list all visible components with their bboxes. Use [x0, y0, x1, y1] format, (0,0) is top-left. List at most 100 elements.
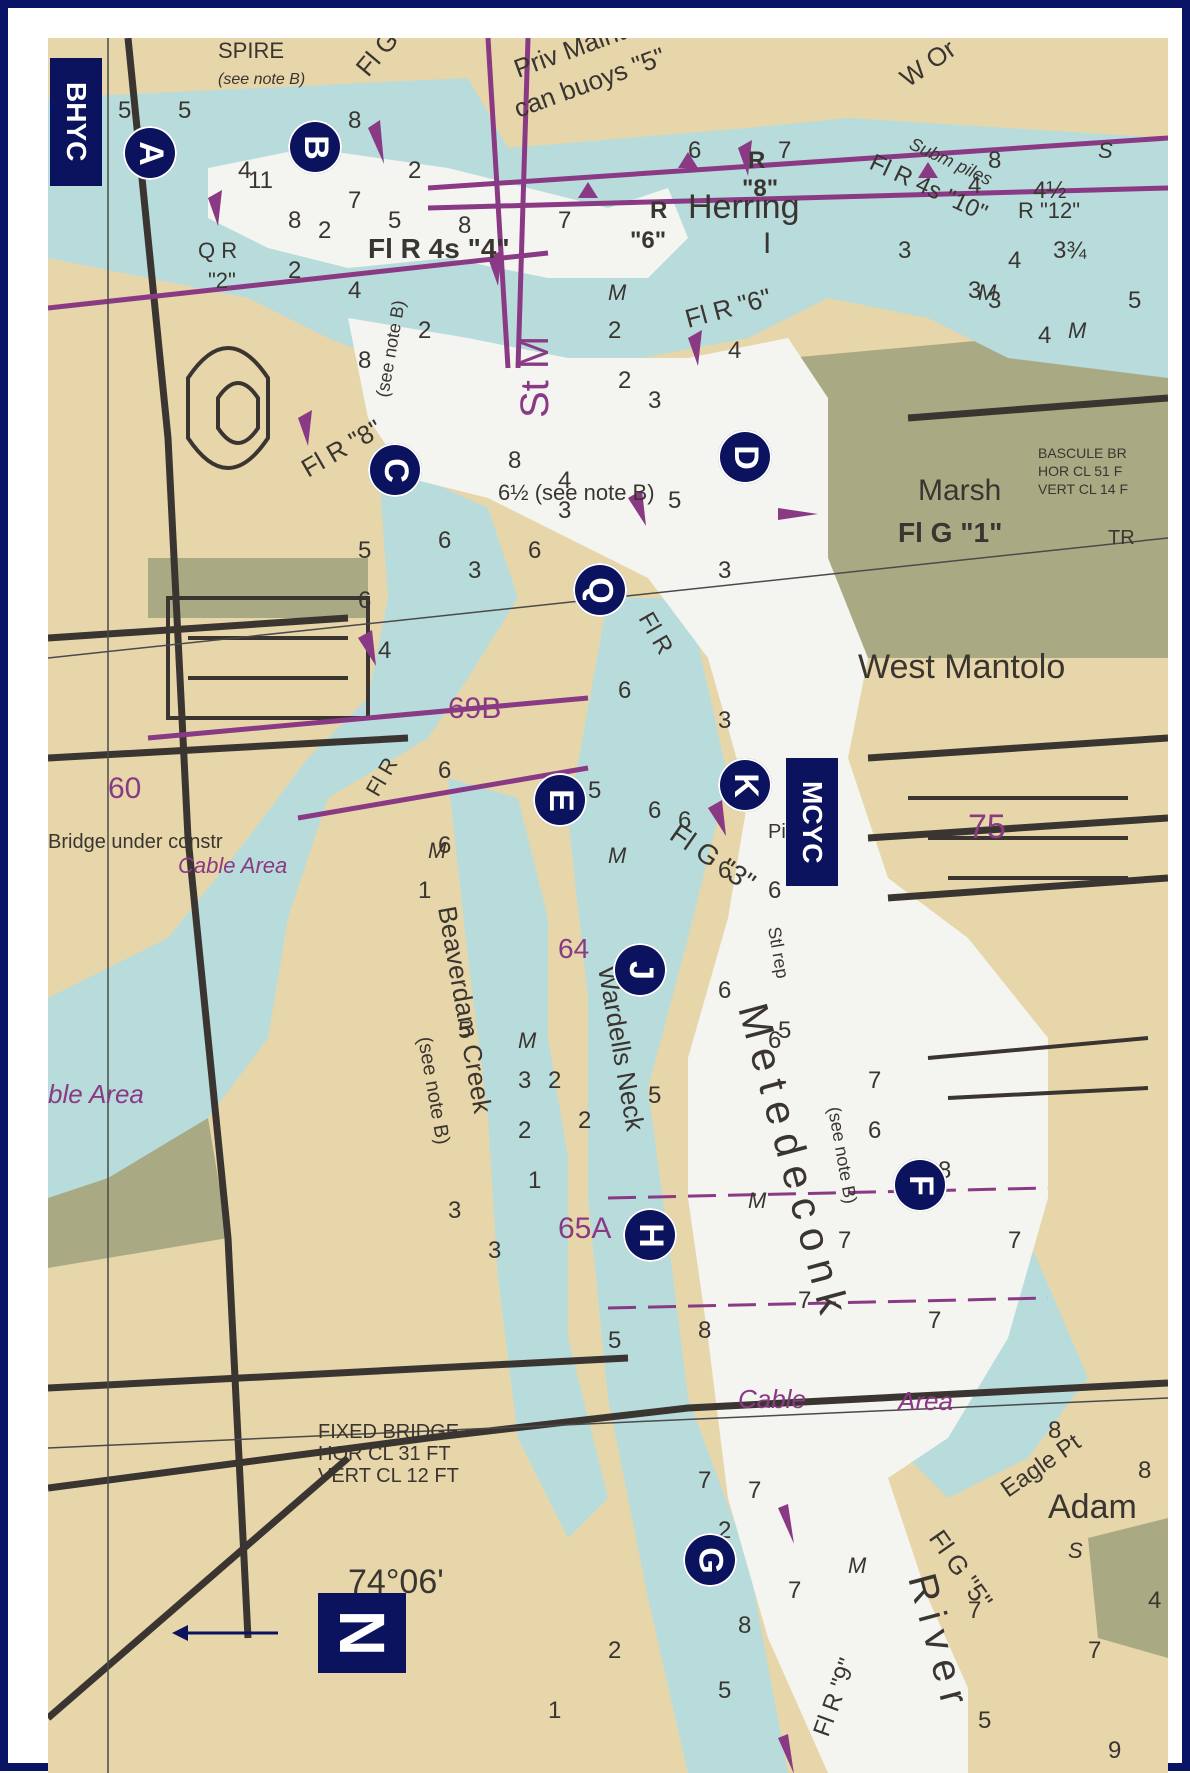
marker-j[interactable]: J	[613, 943, 667, 997]
label-marsh: Marsh	[918, 474, 1001, 507]
club-bhyc[interactable]: BHYC	[50, 58, 102, 186]
depth-sounding: 6	[618, 677, 631, 704]
marker-g[interactable]: G	[683, 1533, 737, 1587]
label-r12: R "12"	[1018, 198, 1080, 223]
label-69b: 69B	[448, 692, 501, 725]
label-qr2-num: "2"	[208, 268, 236, 293]
label-basc-3: VERT CL 14 F	[1038, 481, 1128, 497]
north-label: N	[326, 1609, 398, 1657]
depth-sounding: 6	[718, 977, 731, 1004]
club-bhyc-label: BHYC	[61, 82, 92, 162]
buoy-symbols	[208, 120, 938, 1773]
depth-sounding: 3	[718, 707, 731, 734]
depth-sounding: 8	[1138, 1457, 1151, 1484]
north-arrow	[172, 1625, 278, 1641]
label-s2: S	[1068, 1538, 1083, 1563]
label-herring: Herring	[688, 188, 799, 226]
label-fl-g-1: Fl G "1"	[898, 517, 1002, 548]
shoal-river-west	[568, 598, 788, 1773]
marsh-west	[148, 558, 368, 618]
depth-sounding: 6	[648, 797, 661, 824]
marker-q[interactable]: Q	[573, 563, 627, 617]
depth-sounding: 2	[408, 157, 421, 184]
label-six-half: 6½ (see note B)	[498, 480, 655, 505]
label-adam: Adam	[1048, 1488, 1137, 1526]
depth-sounding: 7	[698, 1467, 711, 1494]
depth-sounding: 2	[578, 1107, 591, 1134]
depth-sounding: 7	[788, 1577, 801, 1604]
club-mcyc[interactable]: MCYC	[786, 758, 838, 886]
depth-sounding: 7	[838, 1227, 851, 1254]
depth-sounding: 5	[978, 1707, 991, 1734]
label-bridge-constr: Bridge under constr	[48, 831, 223, 853]
label-64: 64	[558, 933, 589, 964]
depth-sounding: 4	[1038, 322, 1051, 349]
depth-sounding: 5	[608, 1327, 621, 1354]
depth-sounding: 8	[508, 447, 521, 474]
marker-b-label: B	[296, 134, 335, 160]
nautical-chart: SPIRE (see note B) Priv Maint can buoys …	[48, 38, 1168, 1773]
depth-sounding: 8	[698, 1317, 711, 1344]
marker-f-label: F	[901, 1174, 940, 1196]
label-qr2: Q R	[198, 238, 237, 263]
depth-sounding: 2	[618, 367, 631, 394]
depth-sounding: 6	[688, 137, 701, 164]
depth-sounding: 4½	[1033, 177, 1066, 204]
label-m8: M	[848, 1553, 867, 1578]
label-herring-i: I	[763, 227, 771, 260]
depth-sounding: 9	[1108, 1737, 1121, 1764]
depth-sounding: 4	[1148, 1587, 1161, 1614]
marker-h[interactable]: H	[623, 1208, 677, 1262]
cable-line-2	[607, 1296, 1049, 1310]
depth-sounding: 4	[348, 277, 361, 304]
label-r8: R	[748, 147, 765, 174]
marsh-se	[1088, 1518, 1168, 1658]
marker-c-label: C	[376, 457, 415, 483]
marker-e-label: E	[541, 788, 580, 812]
depth-sounding: 5	[1128, 287, 1141, 314]
marker-d[interactable]: D	[718, 430, 772, 484]
depth-sounding: 6	[438, 527, 451, 554]
depth-sounding: 3	[518, 1067, 531, 1094]
marker-e[interactable]: E	[533, 773, 587, 827]
cable-line-1	[607, 1186, 1049, 1200]
depth-sounding: 3	[988, 287, 1001, 314]
depth-sounding: 6	[768, 1027, 781, 1054]
label-m5: M	[608, 843, 627, 868]
depth-sounding: 7	[1008, 1227, 1021, 1254]
depth-sounding: 1	[418, 877, 431, 904]
marker-f[interactable]: F	[893, 1158, 947, 1212]
depth-sounding: 6	[718, 857, 731, 884]
label-basc-2: HOR CL 51 F	[1038, 463, 1122, 479]
depth-sounding: 1	[548, 1697, 561, 1724]
range-lines	[48, 38, 1168, 821]
depth-sounding: 5	[588, 777, 601, 804]
depth-sounding: 6	[678, 807, 691, 834]
depth-sounding: 5	[778, 1017, 791, 1044]
label-west-mantolo: West Mantolo	[858, 648, 1065, 686]
label-fixed-3: VERT CL 12 FT	[318, 1465, 459, 1487]
depth-sounding: 3	[718, 557, 731, 584]
depth-sounding: 5	[178, 97, 191, 124]
depth-sounding: 5	[358, 537, 371, 564]
marker-j-label: J	[621, 960, 660, 980]
depth-sounding: 4	[1008, 247, 1021, 274]
north-channel	[208, 148, 688, 278]
depth-sounding: 7	[868, 1067, 881, 1094]
depth-sounding: 4	[728, 337, 741, 364]
label-m3: M	[1068, 318, 1087, 343]
depth-sounding: 5	[118, 97, 131, 124]
depth-sounding: 5	[388, 207, 401, 234]
marker-c[interactable]: C	[368, 443, 422, 497]
label-fl-r-4s-4: Fl R 4s "4"	[368, 233, 510, 264]
marker-a[interactable]: A	[123, 126, 177, 180]
label-r6: R	[650, 197, 667, 224]
north-indicator: N	[318, 1593, 406, 1673]
depth-sounding: 6	[528, 537, 541, 564]
depth-sounding: 7	[968, 1597, 981, 1624]
depth-sounding: 4	[968, 172, 981, 199]
marker-b[interactable]: B	[288, 120, 342, 174]
marker-k[interactable]: K	[718, 758, 772, 812]
